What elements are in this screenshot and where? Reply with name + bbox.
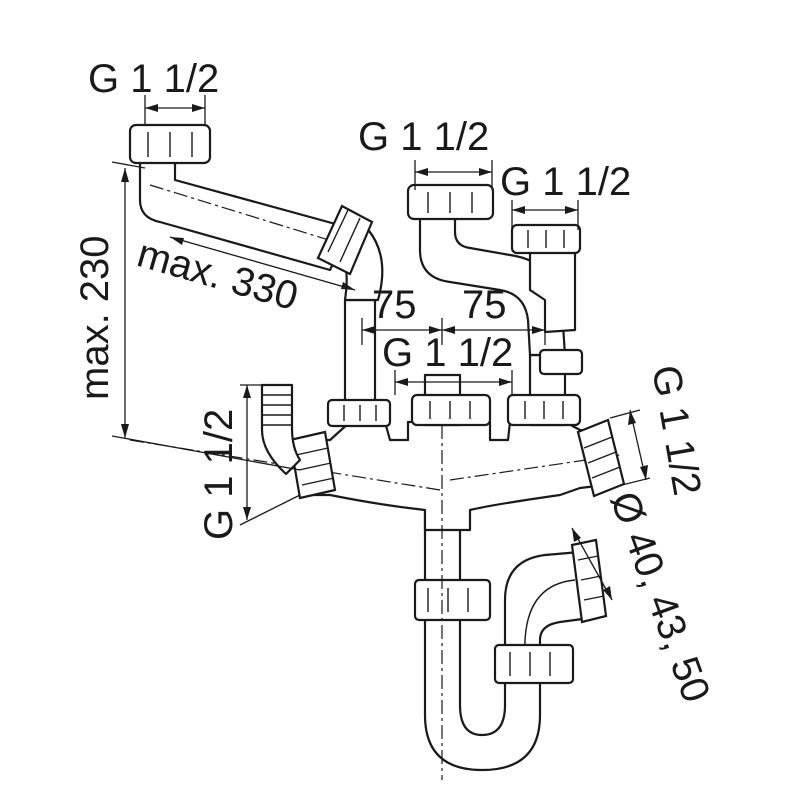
- middle-inlet: [406, 183, 567, 357]
- dim-thread-center: [394, 370, 513, 395]
- left-side-nut: [288, 430, 337, 500]
- collector-nut-right: [506, 393, 582, 427]
- overflow-pipe: [128, 123, 384, 302]
- label-thread-side-right: G 1 1/2: [643, 362, 709, 499]
- label-spacing-left: 75: [372, 283, 417, 327]
- dim-thread-top-left: [144, 95, 206, 125]
- label-spacing-right: 75: [462, 283, 507, 327]
- dim-outlet-diameter: [571, 527, 613, 601]
- collector-body: [129, 400, 621, 780]
- trap-nut-upper: [413, 578, 492, 622]
- overflow-nut-angled: [316, 204, 374, 276]
- trap-nut-lower: [493, 643, 575, 685]
- right-inlet-collar: [538, 348, 584, 376]
- dim-thread-top-middle: [414, 160, 493, 190]
- label-max-height: max. 230: [73, 235, 117, 400]
- label-thread-top-right: G 1 1/2: [500, 160, 631, 204]
- dim-thread-top-right: [511, 200, 579, 230]
- right-side-nut: [576, 418, 626, 498]
- dim-thread-hose: [239, 384, 301, 526]
- label-outlet-diameters: Ø 40, 43, 50: [602, 486, 719, 708]
- dim-thread-side-right: [609, 409, 651, 486]
- s-trap: [413, 498, 608, 772]
- dim-max-height: [111, 161, 301, 471]
- label-thread-top-left: G 1 1/2: [88, 57, 219, 101]
- dim-spacing: [361, 318, 546, 345]
- label-thread-hose: G 1 1/2: [197, 409, 241, 540]
- middle-inlet-nut: [406, 183, 495, 221]
- right-inlet-nut: [510, 223, 582, 255]
- overflow-nut-top: [128, 123, 212, 165]
- outlet-nut: [570, 538, 608, 624]
- dim-max-length: [169, 236, 356, 291]
- collector-nut-left: [326, 398, 392, 428]
- label-thread-top-middle: G 1 1/2: [358, 115, 489, 159]
- label-thread-center: G 1 1/2: [382, 331, 513, 375]
- collector-nut-middle: [410, 393, 492, 427]
- hose-nozzle: [260, 383, 302, 476]
- right-inlet: [510, 223, 584, 376]
